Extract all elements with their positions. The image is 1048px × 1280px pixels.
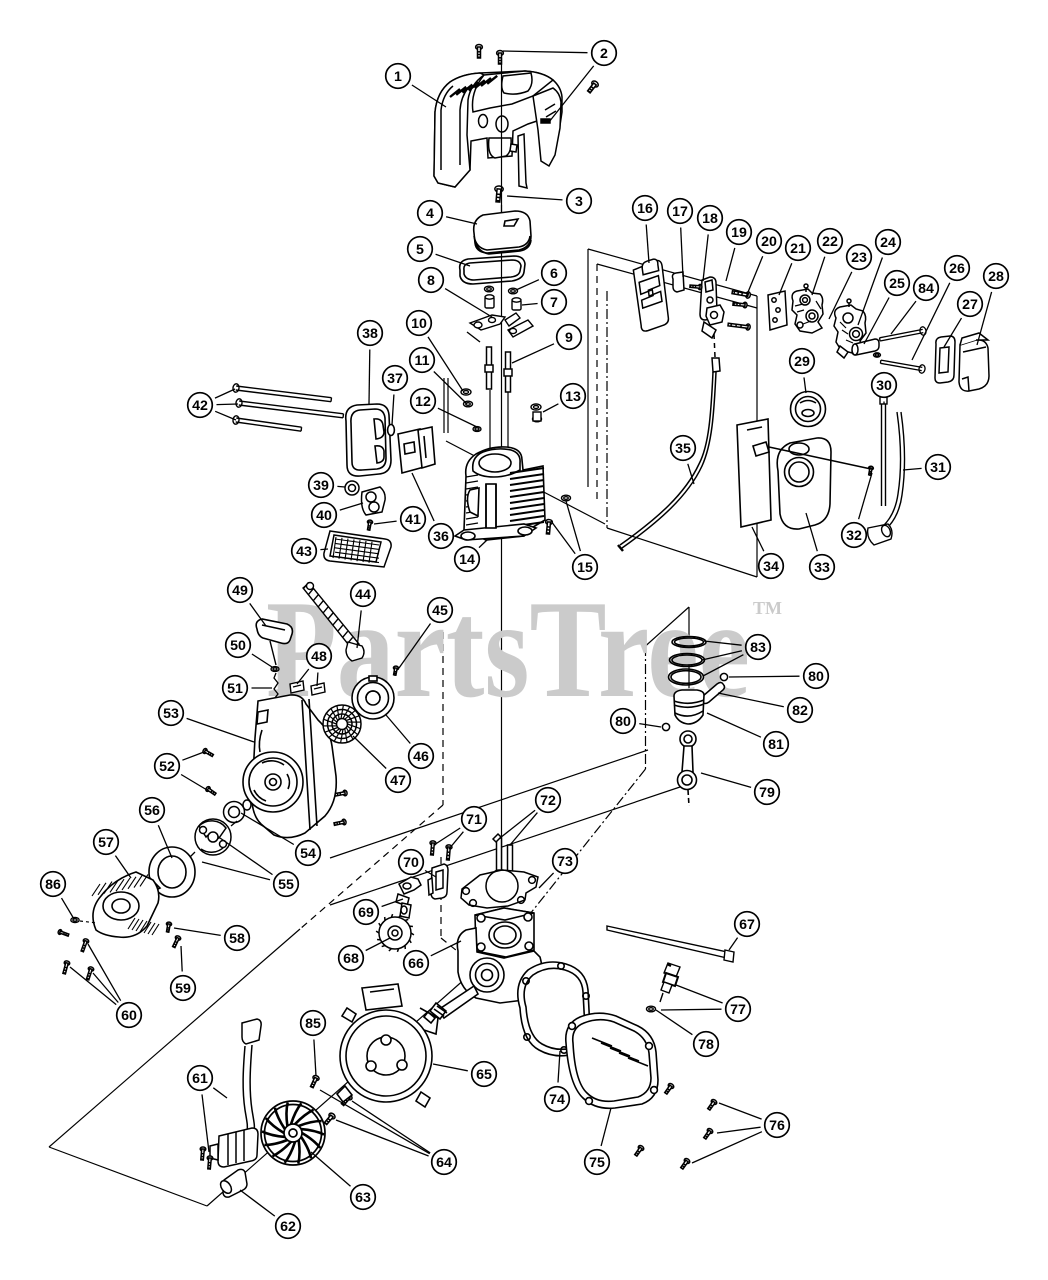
svg-text:16: 16 <box>637 201 653 217</box>
svg-text:61: 61 <box>192 1071 208 1087</box>
svg-text:71: 71 <box>466 812 482 828</box>
svg-text:48: 48 <box>311 649 327 665</box>
svg-text:31: 31 <box>930 460 946 476</box>
svg-text:86: 86 <box>45 877 61 893</box>
svg-text:54: 54 <box>300 846 316 862</box>
svg-text:81: 81 <box>768 737 784 753</box>
svg-text:2: 2 <box>600 46 608 62</box>
svg-text:41: 41 <box>405 512 421 528</box>
svg-text:80: 80 <box>615 714 631 730</box>
svg-text:57: 57 <box>98 835 114 851</box>
svg-text:47: 47 <box>390 773 406 789</box>
svg-text:TM: TM <box>753 598 782 618</box>
svg-text:59: 59 <box>175 981 191 997</box>
svg-text:4: 4 <box>426 206 434 222</box>
svg-text:64: 64 <box>436 1155 452 1171</box>
svg-text:28: 28 <box>988 269 1004 285</box>
svg-text:58: 58 <box>229 931 245 947</box>
svg-text:46: 46 <box>413 749 429 765</box>
svg-text:79: 79 <box>759 785 775 801</box>
svg-text:52: 52 <box>159 759 175 775</box>
svg-text:56: 56 <box>144 803 160 819</box>
svg-text:18: 18 <box>702 211 718 227</box>
svg-text:14: 14 <box>459 552 475 568</box>
svg-text:35: 35 <box>675 441 691 457</box>
svg-text:26: 26 <box>949 261 965 277</box>
svg-text:66: 66 <box>408 956 424 972</box>
svg-text:75: 75 <box>589 1155 605 1171</box>
svg-text:36: 36 <box>433 529 449 545</box>
svg-text:10: 10 <box>411 316 427 332</box>
svg-text:84: 84 <box>918 281 934 297</box>
svg-text:43: 43 <box>296 544 312 560</box>
svg-text:12: 12 <box>415 394 431 410</box>
svg-text:45: 45 <box>432 603 448 619</box>
svg-text:63: 63 <box>355 1190 371 1206</box>
svg-text:85: 85 <box>305 1016 321 1032</box>
svg-text:30: 30 <box>876 378 892 394</box>
svg-text:13: 13 <box>565 389 581 405</box>
svg-text:38: 38 <box>362 326 378 342</box>
svg-text:21: 21 <box>790 241 806 257</box>
svg-text:53: 53 <box>163 706 179 722</box>
svg-text:74: 74 <box>549 1092 565 1108</box>
svg-text:65: 65 <box>476 1067 492 1083</box>
svg-text:32: 32 <box>846 528 862 544</box>
svg-text:40: 40 <box>316 508 332 524</box>
svg-text:67: 67 <box>739 917 755 933</box>
svg-text:34: 34 <box>763 559 779 575</box>
svg-text:27: 27 <box>962 297 978 313</box>
svg-text:73: 73 <box>557 854 573 870</box>
svg-text:83: 83 <box>750 640 766 656</box>
svg-text:37: 37 <box>387 371 403 387</box>
svg-text:55: 55 <box>278 877 294 893</box>
svg-text:49: 49 <box>232 583 248 599</box>
svg-text:23: 23 <box>851 250 867 266</box>
svg-text:7: 7 <box>550 295 558 311</box>
svg-text:8: 8 <box>427 273 435 289</box>
svg-text:11: 11 <box>415 353 430 369</box>
svg-text:60: 60 <box>121 1008 137 1024</box>
svg-text:62: 62 <box>280 1219 296 1235</box>
svg-text:17: 17 <box>672 204 688 220</box>
svg-text:51: 51 <box>227 681 243 697</box>
svg-text:3: 3 <box>575 194 583 210</box>
svg-text:69: 69 <box>358 905 374 921</box>
svg-text:22: 22 <box>822 234 838 250</box>
svg-text:70: 70 <box>403 855 419 871</box>
svg-text:44: 44 <box>355 587 371 603</box>
svg-text:39: 39 <box>313 478 329 494</box>
svg-text:42: 42 <box>192 398 208 414</box>
svg-text:82: 82 <box>792 703 808 719</box>
svg-text:5: 5 <box>416 242 424 258</box>
svg-text:6: 6 <box>550 266 558 282</box>
svg-text:9: 9 <box>565 330 573 346</box>
svg-text:76: 76 <box>769 1118 785 1134</box>
svg-text:29: 29 <box>794 354 810 370</box>
svg-text:25: 25 <box>889 276 905 292</box>
svg-text:68: 68 <box>343 951 359 967</box>
svg-text:50: 50 <box>230 638 246 654</box>
svg-text:80: 80 <box>808 669 824 685</box>
svg-text:78: 78 <box>698 1037 714 1053</box>
svg-text:72: 72 <box>540 793 556 809</box>
svg-text:33: 33 <box>814 560 830 576</box>
svg-text:19: 19 <box>731 225 747 241</box>
svg-text:24: 24 <box>880 235 896 251</box>
svg-text:15: 15 <box>577 560 593 576</box>
svg-text:1: 1 <box>394 69 402 85</box>
svg-text:77: 77 <box>730 1002 746 1018</box>
svg-text:20: 20 <box>761 234 777 250</box>
